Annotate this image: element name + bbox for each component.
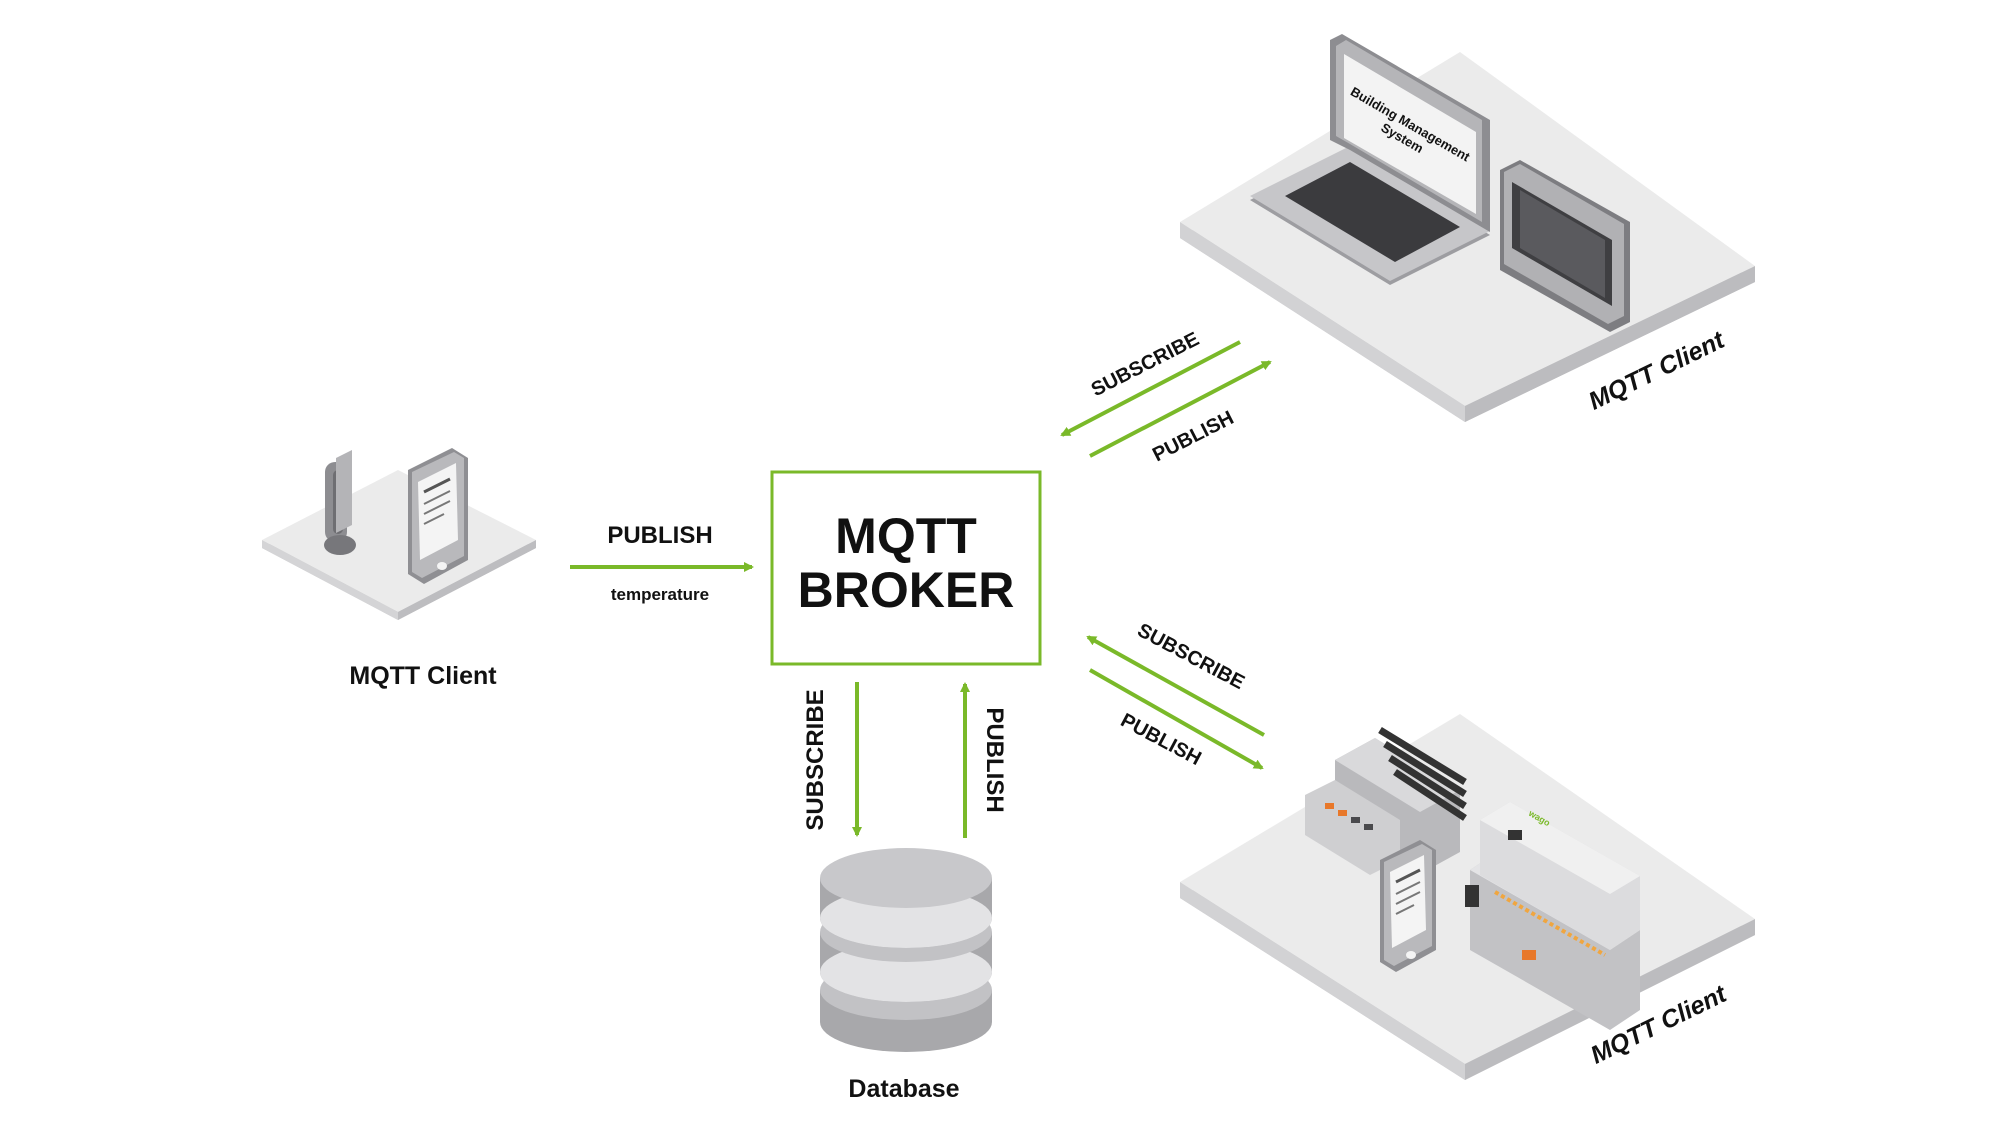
controller-module-icon	[1305, 727, 1467, 875]
thermometer-icon	[324, 450, 356, 555]
top-subscribe-arrow	[1060, 340, 1241, 437]
broker-box	[770, 470, 1042, 666]
bottom-subscribe-arrow	[1086, 635, 1265, 737]
db-publish-label: PUBLISH	[981, 707, 1008, 812]
bottom-publish-label: PUBLISH	[1117, 709, 1205, 770]
bottom-subscribe-label: SUBSCRIBE	[1134, 619, 1248, 694]
left-publish-label: PUBLISH	[607, 522, 712, 549]
database-icon	[820, 848, 992, 1052]
top-publish-arrow	[1089, 360, 1272, 458]
broker-title-line1: MQTT	[835, 508, 977, 564]
database-label: Database	[848, 1075, 959, 1103]
touch-panel-icon	[1500, 160, 1630, 332]
bottom-publish-arrow	[1089, 668, 1264, 770]
tablet-icon	[408, 448, 468, 584]
left-topic-label: temperature	[611, 585, 709, 604]
top-publish-label: PUBLISH	[1149, 407, 1237, 466]
left-client-platform	[262, 470, 536, 620]
plc-device-icon: wago	[1465, 802, 1640, 1030]
laptop-icon	[1250, 34, 1490, 285]
bottom-tablet-icon	[1380, 840, 1436, 972]
left-client-label: MQTT Client	[349, 662, 497, 690]
db-subscribe-label: SUBSCRIBE	[802, 689, 829, 830]
broker-title-line2: BROKER	[798, 562, 1015, 618]
